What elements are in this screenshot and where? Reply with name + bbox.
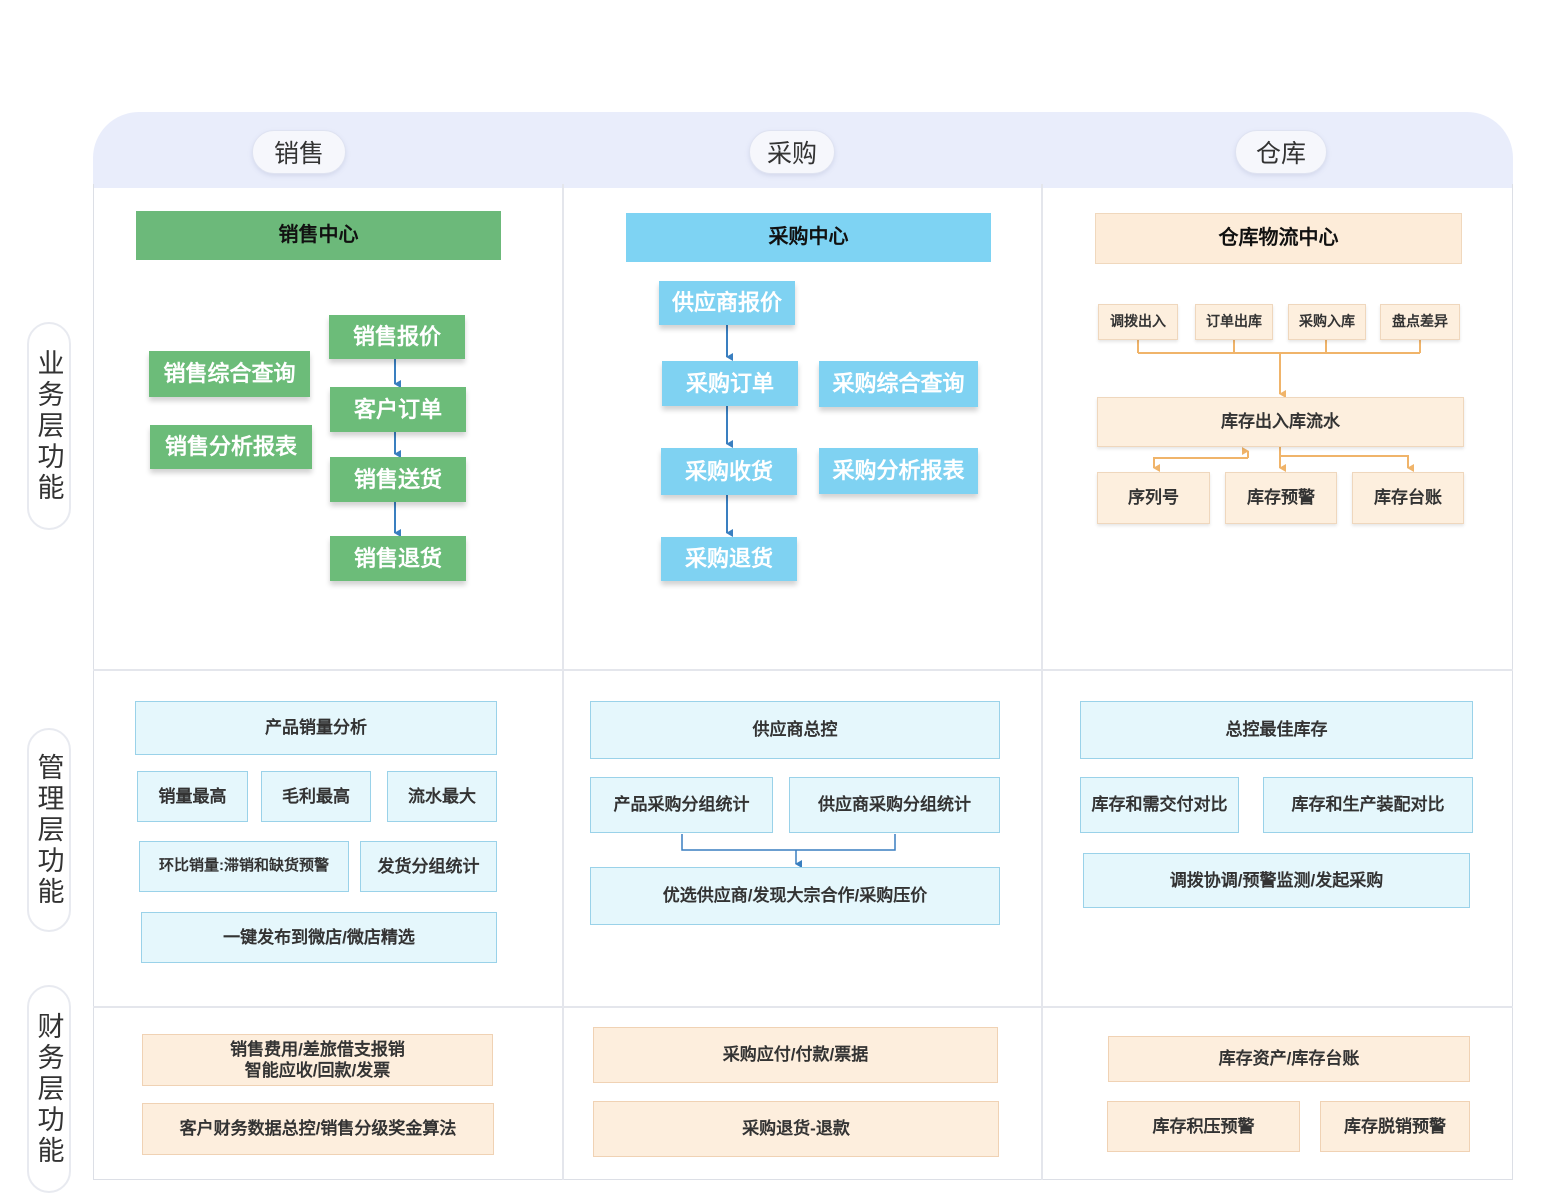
grid-divider-row-2 xyxy=(93,1006,1513,1008)
sales-flow-node-delivery: 销售送货 xyxy=(330,457,466,502)
sales-mgmt-highest-margin: 毛利最高 xyxy=(261,771,371,822)
sales-fin-expense: 销售费用/差旅借支报销 智能应收/回款/发票 xyxy=(142,1034,493,1086)
purchase-mgmt-product-stats: 产品采购分组统计 xyxy=(590,777,773,833)
grid-outline xyxy=(93,184,1513,1180)
sales-flow-node-quote: 销售报价 xyxy=(329,315,465,359)
purchase-fin-payable: 采购应付/付款/票据 xyxy=(593,1027,998,1083)
warehouse-fin-assets: 库存资产/库存台账 xyxy=(1108,1036,1470,1082)
sales-mgmt-highest-volume: 销量最高 xyxy=(137,771,248,822)
purchase-mgmt-supplier-stats: 供应商采购分组统计 xyxy=(789,777,1000,833)
purchase-flow-node-order: 采购订单 xyxy=(662,361,798,406)
purchase-mgmt-bottom: 优选供应商/发现大宗合作/采购压价 xyxy=(590,867,1000,925)
column-header-warehouse: 仓库 xyxy=(1235,130,1327,174)
purchase-flow-node-supplier-quote: 供应商报价 xyxy=(659,281,795,325)
warehouse-op-inventory-diff: 盘点差异 xyxy=(1380,304,1460,340)
warehouse-fin-stockout: 库存脱销预警 xyxy=(1320,1101,1470,1152)
row-label-management: 管理层功能 xyxy=(27,728,71,932)
warehouse-flow-node: 库存出入库流水 xyxy=(1097,397,1464,447)
purchase-report-node: 采购分析报表 xyxy=(819,448,978,494)
warehouse-sub-ledger: 库存台账 xyxy=(1352,472,1464,524)
purchase-query-node: 采购综合查询 xyxy=(819,361,978,407)
warehouse-center-header: 仓库物流中心 xyxy=(1095,213,1462,264)
warehouse-sub-serial: 序列号 xyxy=(1097,472,1210,524)
warehouse-mgmt-delivery-compare: 库存和需交付对比 xyxy=(1080,777,1239,833)
sales-mgmt-ratio-alert: 环比销量:滞销和缺货预警 xyxy=(139,841,349,892)
warehouse-op-purchase-in: 采购入库 xyxy=(1288,304,1366,340)
warehouse-mgmt-bottom: 调拨协调/预警监测/发起采购 xyxy=(1083,853,1470,908)
row-label-finance: 财务层功能 xyxy=(27,985,71,1193)
sales-center-header: 销售中心 xyxy=(136,211,501,260)
sales-query-node: 销售综合查询 xyxy=(149,351,310,397)
warehouse-fin-overstock: 库存积压预警 xyxy=(1107,1101,1300,1152)
purchase-flow-node-return: 采购退货 xyxy=(661,537,797,581)
grid-divider-2 xyxy=(1041,184,1043,1180)
sales-mgmt-top: 产品销量分析 xyxy=(135,701,497,755)
purchase-fin-refund: 采购退货-退款 xyxy=(593,1101,999,1157)
purchase-flow-node-receive: 采购收货 xyxy=(661,448,797,495)
warehouse-op-order-out: 订单出库 xyxy=(1195,304,1273,340)
purchase-mgmt-top: 供应商总控 xyxy=(590,701,1000,759)
warehouse-mgmt-top: 总控最佳库存 xyxy=(1080,701,1473,759)
sales-mgmt-publish: 一键发布到微店/微店精选 xyxy=(141,912,497,963)
grid-divider-row-1 xyxy=(93,669,1513,671)
column-header-purchase: 采购 xyxy=(749,130,835,174)
sales-flow-node-return: 销售退货 xyxy=(330,536,466,581)
warehouse-op-transfer: 调拨出入 xyxy=(1098,304,1178,340)
sales-fin-customer: 客户财务数据总控/销售分级奖金算法 xyxy=(142,1103,494,1155)
column-header-sales: 销售 xyxy=(252,130,346,174)
warehouse-sub-alert: 库存预警 xyxy=(1225,472,1337,524)
sales-fin-expense-line1: 销售费用/差旅借支报销 xyxy=(230,1039,405,1059)
sales-mgmt-shipment-stats: 发货分组统计 xyxy=(360,841,497,892)
row-label-business: 业务层功能 xyxy=(27,322,71,530)
purchase-center-header: 采购中心 xyxy=(626,213,991,262)
sales-flow-node-order: 客户订单 xyxy=(330,387,466,432)
grid-divider-1 xyxy=(562,184,564,1180)
sales-mgmt-largest-flow: 流水最大 xyxy=(387,771,497,822)
warehouse-mgmt-production-compare: 库存和生产装配对比 xyxy=(1263,777,1473,833)
sales-report-node: 销售分析报表 xyxy=(150,425,312,469)
sales-fin-expense-line2: 智能应收/回款/发票 xyxy=(244,1061,391,1080)
